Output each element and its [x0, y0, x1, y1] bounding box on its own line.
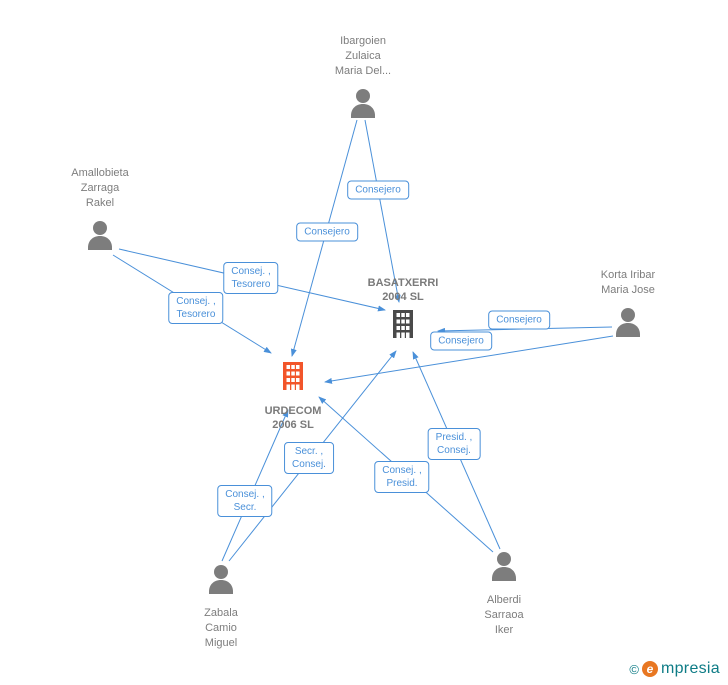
person-node-zabala[interactable]: Zabala Camio Miguel [151, 564, 291, 651]
brand-name: mpresia [660, 660, 720, 677]
person-node-amallobieta[interactable]: Amallobieta Zarraga Rakel [30, 166, 170, 250]
edge-label-amallobieta-urdecom[interactable]: Consej. , Tesorero [168, 292, 224, 324]
company-name: URDECOM 2006 SL [264, 405, 322, 431]
person-name: Amallobieta Zarraga Rakel [71, 167, 129, 209]
empresia-logo-icon: e [641, 661, 658, 677]
building-icon [393, 310, 413, 338]
person-icon [616, 308, 640, 337]
building-icon [283, 362, 303, 390]
person-icon [351, 89, 375, 118]
company-name: BASATXERRI 2004 SL [367, 277, 439, 303]
empresia-watermark[interactable]: © e mpresia [629, 660, 720, 678]
edge-ibargoien-basatxerri [364, 119, 401, 303]
company-node-urdecom[interactable]: URDECOM 2006 SL [223, 362, 363, 432]
edge-label-zabala-urdecom[interactable]: Consej. , Secr. [217, 485, 273, 517]
person-icon [88, 221, 112, 250]
edge-label-zabala-basatxerri[interactable]: Secr. , Consej. [284, 442, 334, 474]
person-name: Alberdi Sarraoa Iker [484, 594, 524, 636]
person-name: Zabala Camio Miguel [204, 607, 238, 649]
person-node-korta[interactable]: Korta Iribar Maria Jose [558, 268, 698, 337]
edge-label-korta-basatxerri[interactable]: Consejero [488, 310, 550, 330]
person-node-alberdi[interactable]: Alberdi Sarraoa Iker [434, 551, 574, 638]
person-name: Ibargoien Zulaica Maria Del... [334, 35, 392, 77]
edge-label-alberdi-urdecom[interactable]: Consej. , Presid. [374, 461, 430, 493]
edge-label-ibargoien-urdecom[interactable]: Consejero [296, 222, 358, 242]
edge-label-korta-urdecom[interactable]: Consejero [430, 331, 492, 351]
person-name: Korta Iribar Maria Jose [600, 269, 656, 296]
person-icon [492, 552, 516, 581]
copyright-symbol: © [629, 661, 639, 677]
edge-label-alberdi-basatxerri[interactable]: Presid. , Consej. [427, 428, 481, 460]
person-icon [209, 565, 233, 594]
edge-label-amallobieta-basatxerri[interactable]: Consej. , Tesorero [223, 262, 279, 294]
edge-label-ibargoien-basatxerri[interactable]: Consejero [347, 180, 409, 200]
company-node-basatxerri[interactable]: BASATXERRI 2004 SL [333, 276, 473, 338]
person-node-ibargoien[interactable]: Ibargoien Zulaica Maria Del... [293, 34, 433, 118]
edge-korta-urdecom [324, 335, 614, 384]
